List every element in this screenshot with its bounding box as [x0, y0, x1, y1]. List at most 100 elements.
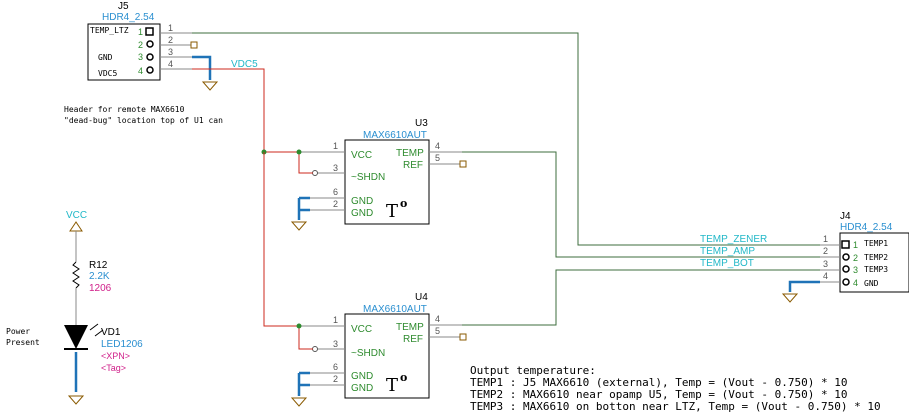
u4-shdn-label: ~SHDN [351, 348, 385, 359]
resistor-r12[interactable]: R12 2.2K 1206 [72, 260, 112, 294]
j4-label-temp2: TEMP2 [864, 253, 888, 262]
j5-note-line1: Header for remote MAX6610 [64, 105, 185, 114]
j5-pin-num-3: 3 [138, 52, 143, 62]
vdc5-net-wire [192, 68, 265, 152]
ground-symbol-u4 [290, 397, 308, 407]
u3-pin6-num: 6 [333, 187, 338, 197]
u4-ref-nc-marker [459, 333, 467, 341]
u4-ref: U4 [415, 292, 428, 303]
j4-body [839, 232, 909, 293]
j5-pin1-label: TEMP_LTZ [90, 26, 129, 35]
led-emission-icon [89, 323, 104, 337]
j4-label-temp3: TEMP3 [864, 265, 888, 274]
j4-pin4-circle [842, 278, 850, 286]
u4-vcc-junction [296, 323, 302, 329]
output-note-temp2: TEMP2 : MAX6610 near opamp U5, Temp = (V… [470, 388, 848, 401]
net-temp-bot-label: TEMP_BOT [700, 258, 754, 269]
j5-pin4-label: VDC5 [98, 69, 117, 78]
u4-pin3-num: 3 [333, 339, 338, 349]
u3-temp-label: TEMP [396, 148, 424, 159]
vd1-tag: <Tag> [101, 363, 126, 373]
j5-pin-num-2: 2 [138, 40, 143, 50]
ground-symbol-j4 [781, 293, 799, 303]
j4-stub-num-2: 2 [823, 246, 828, 256]
u3-part: MAX6610AUT [363, 130, 427, 141]
u4-temp-label: TEMP [396, 322, 424, 333]
r12-zigzag [72, 261, 80, 289]
u4-gnd1-label: GND [351, 371, 373, 382]
u4-gnd2-label: GND [351, 383, 373, 394]
j5-pin2-circle [146, 40, 154, 48]
u4-pin2-num: 2 [333, 374, 338, 384]
u3-gnd-wire [297, 196, 310, 220]
output-note-temp3: TEMP3 : MAX6610 on botton near LTZ, Temp… [470, 400, 881, 413]
j4-ref: J4 [840, 211, 851, 222]
output-note-title: Output temperature: [470, 364, 596, 377]
j5-ref: J5 [118, 1, 129, 12]
u4-pin6-num: 6 [333, 362, 338, 372]
j5-stub-num-4: 4 [168, 59, 173, 69]
u3-pin4-num: 4 [435, 141, 440, 151]
j5-pin3-label: GND [98, 53, 113, 62]
u3-gnd1-label: GND [351, 196, 373, 207]
u4-pin5-num: 5 [435, 326, 440, 336]
u3-vcc-wire [264, 151, 313, 174]
ic-u4[interactable]: U4 MAX6610AUT VCC ~SHDN GND GND TEMP REF… [299, 292, 467, 399]
u3-shdn-label: ~SHDN [351, 172, 385, 183]
u4-gnd-wire [297, 371, 310, 396]
j5-part: HDR4_2.54 [102, 12, 155, 23]
u3-body [344, 139, 430, 225]
j4-gnd-wire [788, 280, 820, 292]
u4-vcc-label: VCC [351, 324, 372, 335]
j4-label-temp1: TEMP1 [864, 239, 888, 248]
connector-j5[interactable]: J5 HDR4_2.54 TEMP_LTZ GND VDC5 1 2 3 4 1… [87, 1, 198, 81]
j5-pin1-square [145, 27, 154, 36]
u3-ref-nc-marker [459, 160, 467, 168]
j5-pin-num-4: 4 [138, 66, 143, 76]
j5-pin-num-1: 1 [138, 27, 143, 37]
j5-pin4-circle [146, 66, 154, 74]
net-temp-amp-wire [462, 151, 820, 258]
u4-body [344, 313, 430, 399]
u4-vcc-wire [263, 152, 313, 350]
vd1-xpn: <XPN> [101, 351, 130, 361]
u4-ref-label: REF [403, 334, 423, 345]
j4-label-gnd: GND [864, 279, 879, 288]
connector-j4[interactable]: J4 HDR4_2.54 1 2 3 4 TEMP1 TEMP2 TEMP3 G… [820, 211, 909, 293]
net-temp-bot-wire [462, 269, 820, 326]
vdc5-net-label: VDC5 [231, 59, 258, 70]
net-temp-amp-label: TEMP_AMP [700, 246, 755, 257]
u3-pin2-num: 2 [333, 199, 338, 209]
r12-value: 2.2K [89, 271, 110, 282]
j4-stub-num-4: 4 [823, 271, 828, 281]
j4-part: HDR4_2.54 [840, 222, 893, 233]
ground-symbol-led [67, 395, 85, 405]
led-note-line1: Power [6, 327, 30, 336]
output-note-temp1: TEMP1 : J5 MAX6610 (external), Temp = (V… [470, 376, 848, 389]
net-temp-zener-label: TEMP_ZENER [700, 234, 767, 245]
vd1-part: LED1206 [101, 339, 143, 350]
led-triangle [64, 325, 88, 349]
u4-part: MAX6610AUT [363, 304, 427, 315]
u3-temp-symbol: T [386, 201, 398, 222]
u3-ref: U3 [415, 118, 428, 129]
led-note-line2: Present [6, 338, 40, 347]
j4-pin1-square [841, 240, 850, 249]
led-vd1[interactable]: VD1 LED1206 <XPN> <Tag> [64, 323, 143, 373]
u3-vcc-label: VCC [351, 150, 372, 161]
net-temp-zener-wire [192, 32, 820, 246]
j4-stub-num-3: 3 [823, 259, 828, 269]
ground-symbol-j5 [201, 81, 219, 91]
u3-pin1-num: 1 [333, 141, 338, 151]
j4-pin-num-4: 4 [853, 278, 858, 288]
u4-degree-symbol: o [400, 371, 407, 384]
j5-stub-num-2: 2 [168, 35, 173, 45]
j5-stub-num-3: 3 [168, 47, 173, 57]
u4-temp-symbol: T [386, 375, 398, 396]
j5-gnd-wire [192, 55, 212, 80]
j5-pin3-circle [146, 53, 154, 61]
u3-shdn-bubble [312, 170, 318, 176]
ic-u3[interactable]: U3 MAX6610AUT VCC ~SHDN GND GND TEMP REF… [299, 118, 467, 225]
u3-degree-symbol: o [400, 197, 407, 210]
u4-pin1-num: 1 [333, 315, 338, 325]
